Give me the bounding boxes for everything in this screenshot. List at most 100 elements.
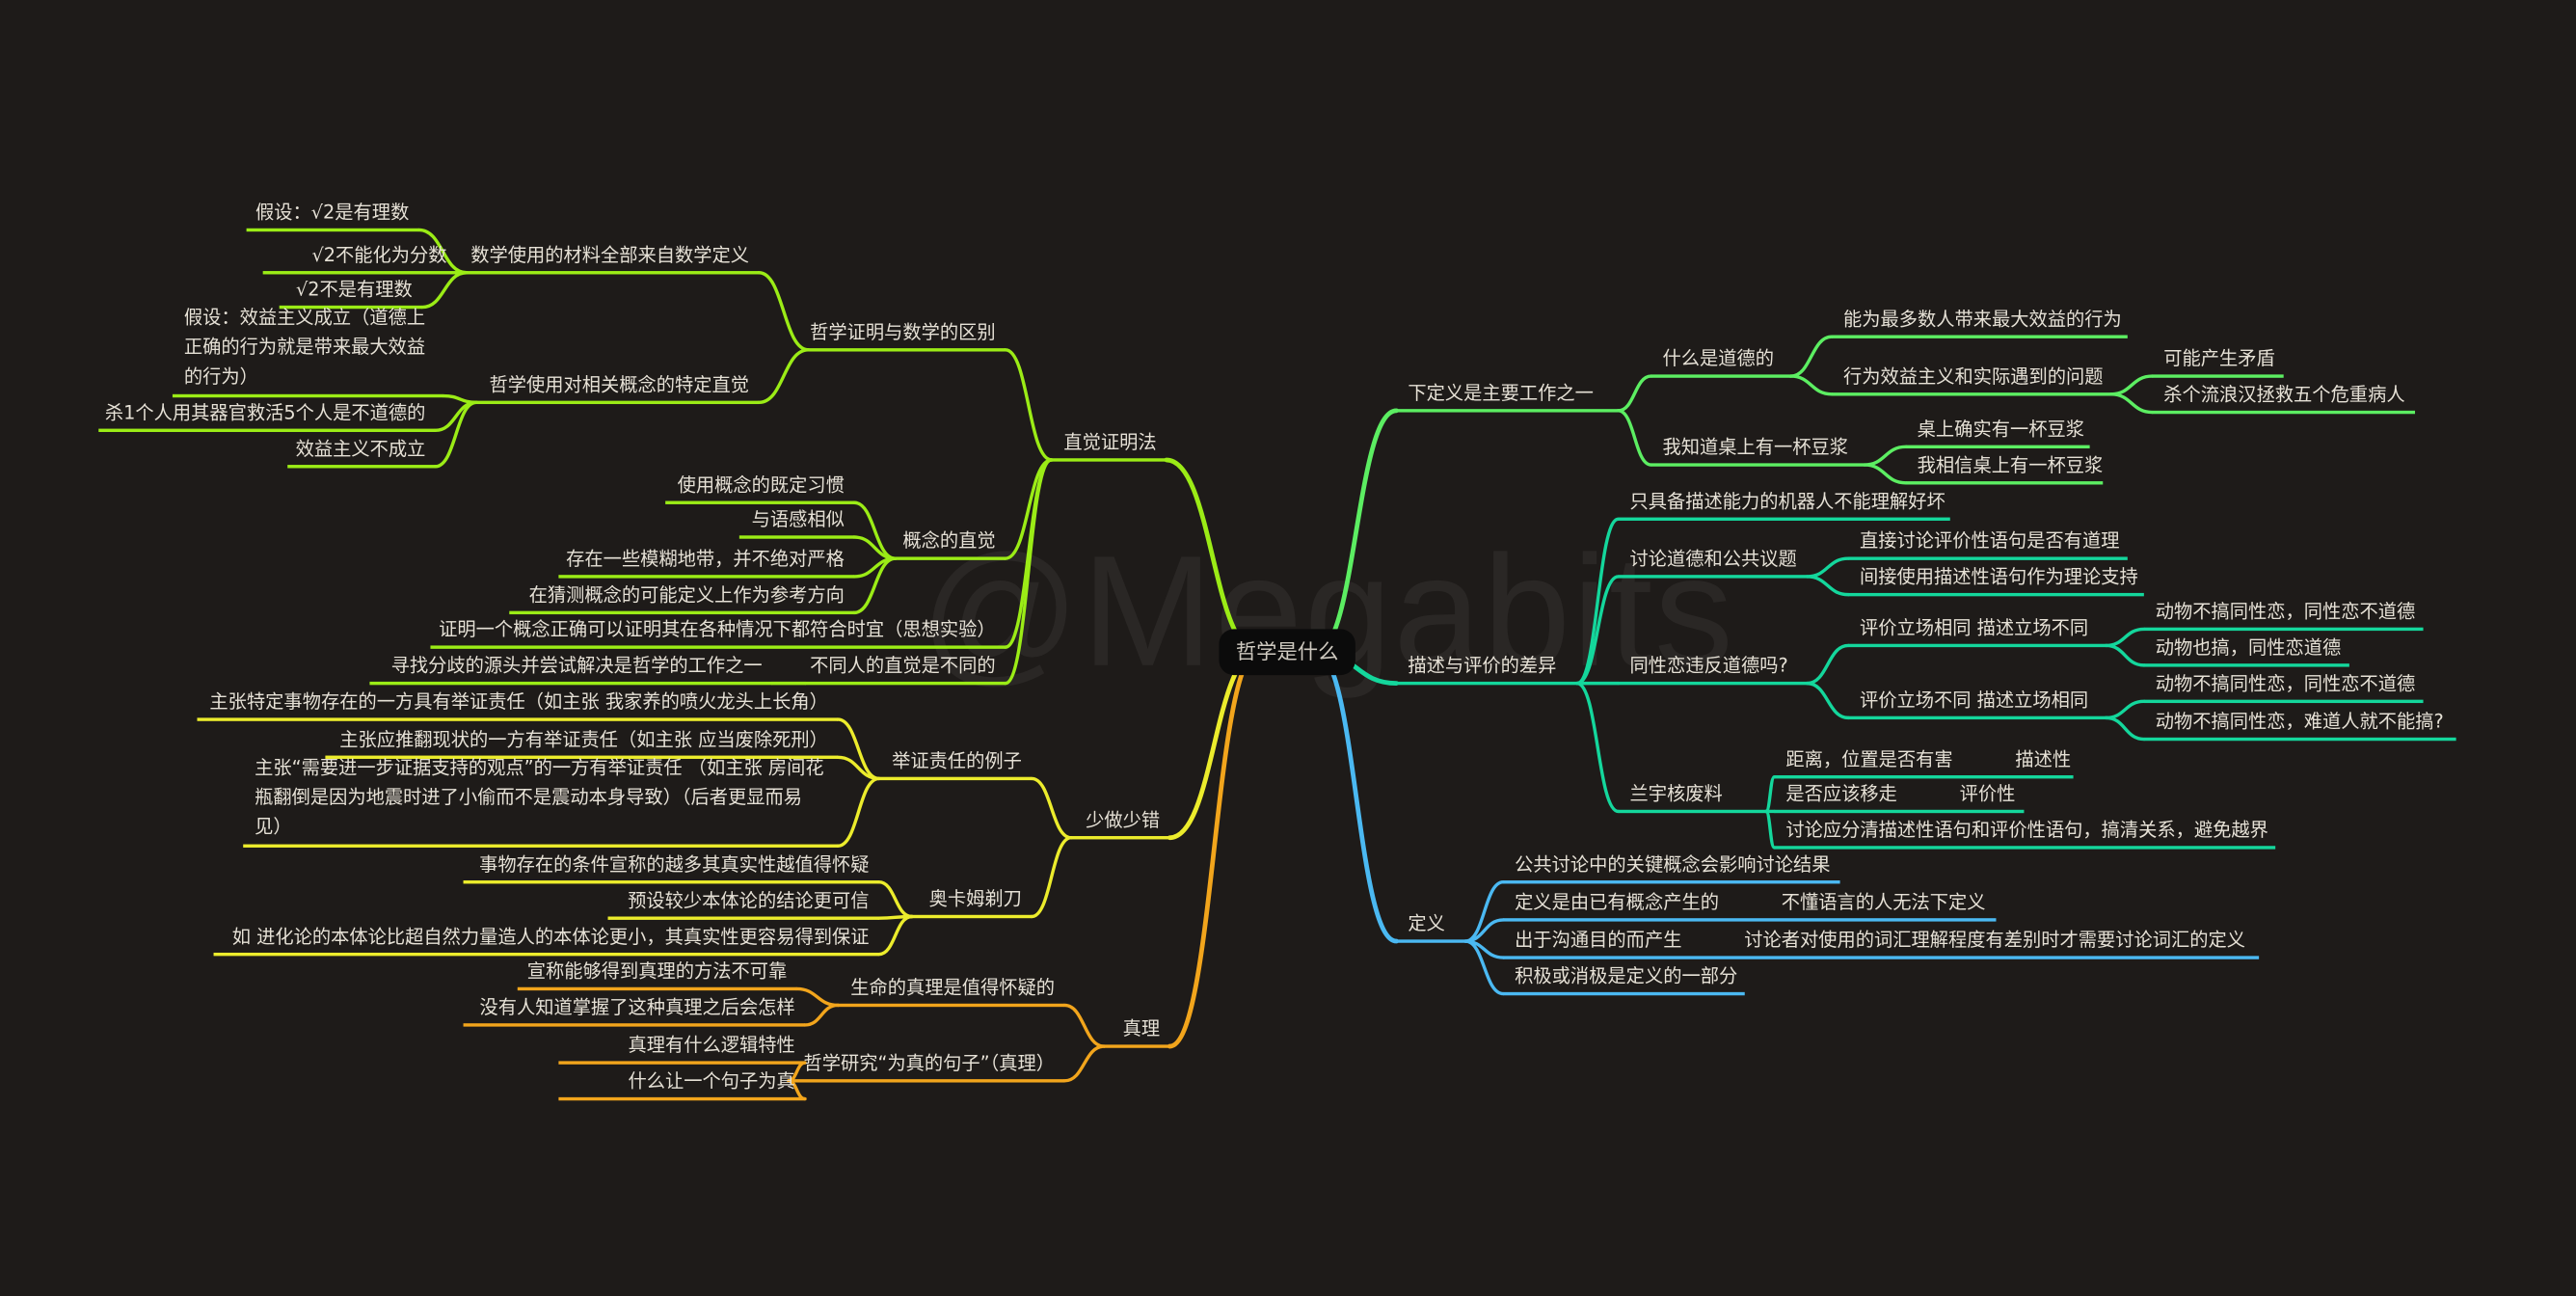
connector [1863,463,1908,485]
node[interactable]: 距离，位置是否有害描述性 [1774,747,2074,779]
node[interactable]: 杀1个人用其器官救活5个人是不道德的 [98,401,436,432]
node[interactable]: 哲学证明与数学的区别 [808,320,1006,352]
node[interactable]: 效益主义不成立 [287,437,436,469]
node[interactable]: 动物不搞同性恋，同性恋不道德 [2143,672,2424,704]
node-label: 直接讨论评价性语句是否有道理 [1860,530,2120,553]
node-label: 可能产生矛盾 [2163,348,2275,370]
node-label: 证明一个概念正确可以证明其在各种情况下都符合时宜（思想实验） [439,619,996,641]
node[interactable]: 寻找分歧的源头并尝试解决是哲学的工作之一 [369,654,772,686]
connector [1030,836,1073,919]
node-label: 描述与评价的差异 [1408,655,1557,677]
node-label: 同性恋违反道德吗? [1629,655,1788,677]
node[interactable]: 公共讨论中的关键概念会影响讨论结果 [1503,852,1840,884]
node[interactable]: 讨论道德和公共议题 [1618,547,1808,579]
node[interactable]: 定义是由已有概念产生的不懂语言的人无法下定义 [1503,890,1997,922]
node[interactable]: 积极或消极是定义的一部分 [1503,964,1745,996]
node[interactable]: 举证责任的例子 [878,749,1033,781]
connector [2104,627,2146,648]
branch-intuition-proof[interactable]: 直觉证明法 [1051,430,1167,462]
node[interactable]: 桌上确实有一杯豆浆 [1905,418,2090,449]
node-label: 杀个流浪汉拯救五个危重病人 [2163,384,2405,406]
node-label: 是否应该移走 [1785,783,1897,805]
node[interactable]: 兰宇核废料 [1618,782,1766,814]
node[interactable]: 什么让一个句子为真 [558,1069,806,1101]
branch-defining-work[interactable]: 下定义是主要工作之一 [1396,381,1619,413]
connector [1004,348,1054,462]
branch-definition[interactable]: 定义 [1396,911,1466,943]
node[interactable]: 主张应推翻现状的一方有举证责任（如主张 应当废除死刑） [325,728,839,759]
node[interactable]: 假设：效益主义成立（道德上正确的行为就是带来最大效益的行为） [172,304,444,398]
node[interactable]: √2不是有理数 [279,278,422,310]
node-label: 我知道桌上有一杯豆浆 [1662,437,1849,459]
node[interactable]: 我知道桌上有一杯豆浆 [1650,435,1865,467]
node[interactable]: 哲学研究“为真的句子”（真理） [788,1051,1065,1083]
node[interactable]: 在猜测概念的可能定义上作为参考方向 [509,583,855,615]
connector [1463,939,1505,996]
node[interactable]: 评价立场不同 描述立场相同 [1848,688,2106,720]
node-label: 假设：√2是有理数 [255,202,410,224]
connector [1062,1003,1106,1048]
node[interactable]: 是否应该移走 评价性 [1774,782,2025,814]
node[interactable]: 与语感相似 [738,507,855,539]
node[interactable]: 只具备描述能力的机器人不能理解好坏 [1618,490,1950,521]
node[interactable]: 动物也搞，同性恋道德 [2143,635,2349,667]
node[interactable]: √2不能化为分数 [262,243,457,275]
node[interactable]: 不同人的直觉是不同的 [805,654,1006,686]
node[interactable]: 能为最多数人带来最大效益的行为 [1832,308,2128,338]
node[interactable]: 评价立场相同 描述立场不同 [1848,616,2106,648]
node[interactable]: 数学使用的材料全部来自数学定义 [466,243,760,275]
branch-truth[interactable]: 真理 [1104,1016,1170,1048]
node[interactable]: 存在一些模糊地带，并不绝对严格 [558,547,855,579]
node[interactable]: 哲学使用对相关概念的特定直觉 [476,373,760,405]
node[interactable]: 奥卡姆剃刀 [911,887,1033,919]
node-label: 主张应推翻现状的一方有举证责任（如主张 应当废除死刑） [339,729,828,751]
node[interactable]: 主张“需要进一步证据支持的观点”的一方有举证责任 （如主张 房间花瓶翻倒是因为地… [243,754,839,848]
node[interactable]: 真理有什么逻辑特性 [558,1033,806,1065]
node-label: 动物不搞同性恋，同性恋不道德 [2155,601,2416,623]
connector [1616,409,1653,467]
node-label: 在猜测概念的可能定义上作为参考方向 [528,584,845,607]
node[interactable]: 我相信桌上有一杯豆浆 [1905,453,2104,485]
connector [1004,458,1054,686]
node[interactable]: 讨论应分清描述性语句和评价性语句，搞清关系，避免越界 [1774,818,2276,850]
node-label: 评价立场相同 描述立场不同 [1860,617,2089,639]
node[interactable]: 概念的直觉 [895,528,1006,560]
node-label: 哲学使用对相关概念的特定直觉 [489,374,750,396]
node[interactable]: 使用概念的既定习惯 [665,473,855,504]
node[interactable]: 事物存在的条件宣称的越多其真实性越值得怀疑 [463,852,879,884]
node[interactable]: 同性恋违反道德吗? [1618,654,1808,686]
connector [1167,649,1261,841]
node-label: 存在一些模糊地带，并不绝对严格 [566,548,845,571]
node[interactable]: 可能产生矛盾 [2152,346,2284,378]
node[interactable]: 主张特定事物存在的一方具有举证责任（如主张 我家养的喷火龙头上长角） [197,689,839,721]
branch-describe-vs-evaluate[interactable]: 描述与评价的差异 [1396,654,1577,686]
node[interactable]: 宣称能够得到真理的方法不可靠 [517,959,797,991]
node-label: 少做少错 [1086,809,1161,831]
connector [1062,1044,1106,1083]
node[interactable]: 杀个流浪汉拯救五个危重病人 [2152,383,2416,415]
node[interactable]: 证明一个概念正确可以证明其在各种情况下都符合时宜（思想实验） [430,617,1006,649]
node-label: 与语感相似 [751,509,845,531]
branch-less-errors[interactable]: 少做少错 [1071,808,1170,840]
connector [1764,809,1777,850]
connector [2104,699,2146,720]
node[interactable]: 如 进化论的本体论比超自然力量造人的本体论更小，其真实性更容易得到保证 [213,925,879,957]
node[interactable]: 没有人知道掌握了这种真理之后会怎样 [463,995,806,1027]
node-note: 评价性 [1959,783,2016,805]
node-note: 讨论者对使用的词汇理解程度有差别时才需要讨论词汇的定义 [1744,930,2246,952]
node[interactable]: 直接讨论评价性语句是否有道理 [1848,528,2128,560]
node[interactable]: 出于沟通目的而产生讨论者对使用的词汇理解程度有差别时才需要讨论词汇的定义 [1503,928,2260,959]
connector [1805,643,1850,686]
node[interactable]: 假设：√2是有理数 [246,201,419,232]
root-node[interactable]: 哲学是什么 [1219,629,1355,676]
node-label: 间接使用描述性语句作为理论支持 [1860,566,2138,588]
node[interactable]: 间接使用描述性语句作为理论支持 [1848,565,2144,597]
node[interactable]: 动物不搞同性恋，难道人就不能搞? [2143,710,2456,742]
node[interactable]: 什么是道德的 [1650,346,1791,378]
node[interactable]: 动物不搞同性恋，同性恋不道德 [2143,600,2424,632]
node[interactable]: 生命的真理是值得怀疑的 [838,976,1065,1008]
connector [1805,556,1850,579]
node[interactable]: 行为效益主义和实际遇到的问题 [1832,364,2111,396]
node[interactable]: 预设较少本体论的结论更可信 [607,889,879,920]
